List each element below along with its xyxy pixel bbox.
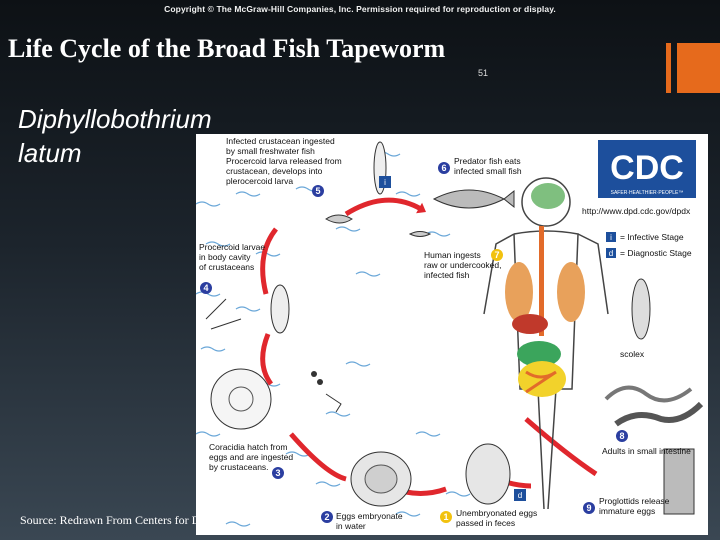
adult-tapeworm-image [604,385,704,427]
copyright-notice: Copyright © The McGraw-Hill Companies, I… [164,4,556,14]
cdc-url: http://www.dpd.cdc.gov/dpdx [582,206,691,216]
legend-infective-marker: i [610,233,612,242]
accent-bar-thin [666,43,671,93]
life-cycle-diagram: CDC SAFER·HEALTHIER·PEOPLE™ http://www.d… [196,134,708,535]
step-9-badge: 9 [583,502,595,514]
svg-text:9: 9 [586,503,591,513]
legend-diagnostic: = Diagnostic Stage [620,248,692,258]
step-9-text: Proglottids release immature eggs [599,496,672,516]
unembryonated-egg-image: d [465,443,526,505]
predator-fish-image [408,189,515,237]
step-6-badge: 6 [438,162,450,174]
source-citation: Source: Redrawn From Centers for D [20,513,201,527]
slide-title: Life Cycle of the Broad Fish Tapeworm [8,34,446,63]
human-figure-image [483,177,609,510]
step-2: 2 Eggs embryonate in water [321,511,405,531]
species-epithet: latum [18,138,82,168]
step-3-badge: 3 [272,467,284,479]
step-4-badge: 4 [200,282,212,294]
step-5-badge: 5 [312,185,324,197]
water-waves [196,151,471,527]
svg-text:5: 5 [315,186,320,196]
slide-number: 51 [478,68,489,78]
step-6-text: Predator fish eats infected small fish [454,156,523,176]
step-4: Procercoid larvae in body cavity of crus… [199,242,268,294]
cdc-tagline: SAFER·HEALTHIER·PEOPLE™ [611,190,684,196]
small-fish-image [325,214,353,224]
embryonated-egg-image [350,451,412,507]
procercoid-crustacean-image [205,284,290,334]
accent-bar-thick [677,43,720,93]
marker-infective-top: i [384,178,386,187]
step-3: Coracidia hatch from eggs and are ingest… [209,442,296,479]
step-9: 9 Proglottids release immature eggs [583,496,672,516]
step-1: 1 Unembryonated eggs passed in feces [440,508,540,528]
proglottids-image [663,448,695,515]
svg-text:1: 1 [443,512,448,522]
step-2-badge: 2 [321,511,333,523]
stage-legend: i = Infective Stage d = Diagnostic Stage [606,232,692,258]
accent-bars [666,43,720,93]
cdc-logo-text: CDC [610,149,684,187]
step-5: Infected crustacean ingested by small fr… [226,136,344,197]
marker-diagnostic: d [518,491,522,500]
step-3-text: Coracidia hatch from eggs and are ingest… [209,442,296,472]
step-5-text: Infected crustacean ingested by small fr… [226,136,344,186]
svg-text:7: 7 [494,250,499,260]
svg-text:8: 8 [619,431,624,441]
step-7: Human ingests raw or undercooked, infect… [424,249,504,280]
life-cycle-figure: CDC SAFER·HEALTHIER·PEOPLE™ http://www.d… [196,136,704,531]
cycle-arrows [260,197,598,496]
scolex-image: scolex [620,278,651,359]
step-2-text: Eggs embryonate in water [336,511,405,531]
species-genus: Diphyllobothrium [18,104,212,134]
svg-text:6: 6 [441,163,446,173]
step-4-text: Procercoid larvae in body cavity of crus… [199,242,268,272]
coracidium-image [210,368,342,430]
step-1-badge: 1 [440,511,452,523]
step-7-badge: 7 [491,249,503,261]
step-7-text: Human ingests raw or undercooked, infect… [424,250,504,280]
step-8-text: Adults in small intestine [602,446,691,456]
svg-text:3: 3 [275,468,280,478]
step-1-text: Unembryonated eggs passed in feces [456,508,540,528]
step-8: 8 Adults in small intestine [602,430,691,456]
cdc-logo: CDC SAFER·HEALTHIER·PEOPLE™ http://www.d… [582,140,696,216]
svg-text:4: 4 [203,283,208,293]
crustacean-larva-image: i [373,141,391,195]
species-name: Diphyllobothrium latum [18,102,248,170]
step-8-badge: 8 [616,430,628,442]
svg-text:2: 2 [324,512,329,522]
scolex-label: scolex [620,349,645,359]
legend-infective: = Infective Stage [620,232,684,242]
step-6: 6 Predator fish eats infected small fish [438,156,523,176]
legend-diagnostic-marker: d [609,249,613,258]
